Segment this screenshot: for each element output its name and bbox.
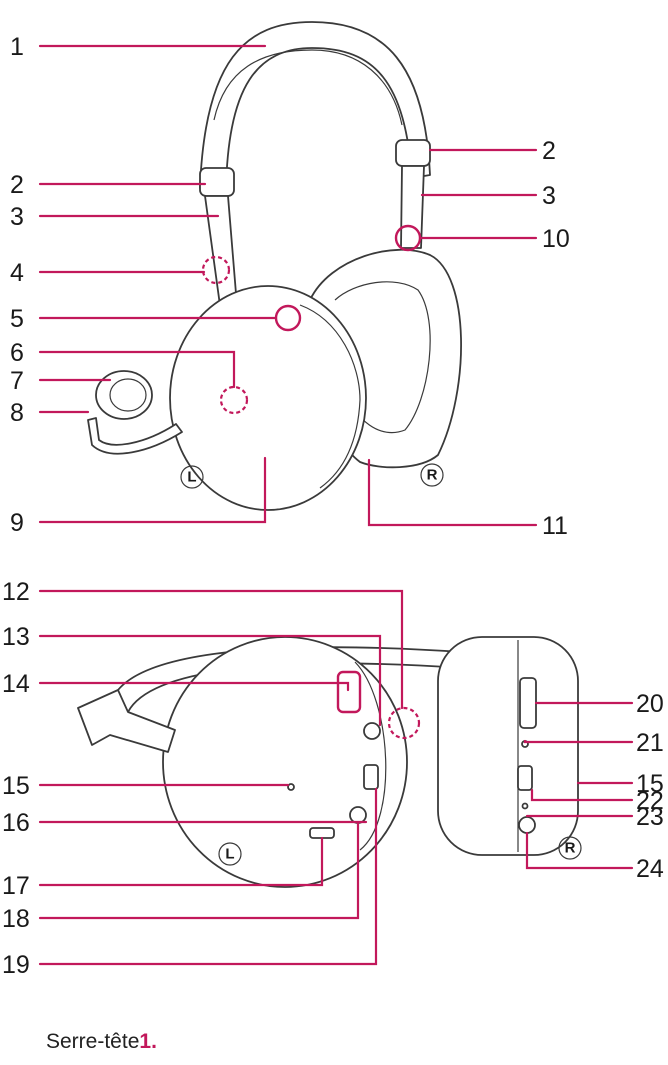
callout-23: 23: [636, 803, 664, 831]
callout-13: 13: [2, 623, 30, 651]
right-earcup-side: [437, 636, 579, 856]
callout-14: 14: [2, 670, 30, 698]
left-mark-bottom: L: [225, 846, 234, 863]
callout-10: 10: [542, 225, 570, 253]
right-mark-bottom: R: [565, 840, 576, 857]
callout-18: 18: [2, 905, 30, 933]
left-slider-block: [199, 167, 235, 197]
caption: Serre-tête1.: [46, 1030, 157, 1054]
side-marks: L R L R: [180, 463, 582, 866]
right-mic-hole: [521, 802, 529, 810]
leader-lines: [38, 44, 634, 966]
left-mark-circle-top: [180, 465, 204, 489]
right-mark-circle-top: [420, 463, 444, 487]
left-mic-hole: [287, 783, 295, 791]
left-earcup-side: [162, 636, 408, 888]
left-sensor-marker: [387, 706, 421, 740]
callout-24: 24: [636, 855, 664, 883]
callout-20: 20: [636, 690, 664, 718]
callout-2-left: 2: [10, 171, 24, 199]
callout-15-right: 15: [636, 770, 664, 798]
headset-parts-diagram: 1 2 3 4 5 6 7 8 9 2 3 10 11 12 13 14 15 …: [2, 21, 664, 979]
callout-11: 11: [542, 512, 568, 540]
headphone-jack: [349, 806, 367, 824]
callout-7: 7: [10, 367, 24, 395]
callout-2-right: 2: [542, 137, 556, 165]
headband-cushion: [213, 49, 403, 126]
right-mark-top: R: [427, 467, 438, 484]
callout-9: 9: [10, 509, 24, 537]
usb-c-port: [517, 765, 533, 791]
left-hinge-arm: [77, 689, 176, 753]
callout-5: 5: [10, 305, 24, 333]
left-earcup: [169, 285, 367, 511]
right-mark-circle-bottom: [558, 836, 582, 860]
left-earcup-pad-edge: [299, 304, 361, 489]
callout-8: 8: [10, 399, 24, 427]
game-chat-dial: [519, 677, 537, 729]
callout-1: 1: [10, 33, 24, 61]
callout-3-right: 3: [542, 182, 556, 210]
callout-3-left: 3: [10, 203, 24, 231]
power-button: [363, 722, 381, 740]
mic-head-inner: [109, 378, 147, 412]
callout-19: 19: [2, 951, 30, 979]
callout-15-left: 15: [2, 772, 30, 800]
right-slider-block: [395, 139, 431, 167]
caption-number: 1: [139, 1030, 152, 1053]
left-earcup-rim: [354, 661, 387, 851]
mic-boom: [87, 417, 183, 455]
internal-mic-marker: [219, 385, 249, 415]
caption-suffix: .: [151, 1030, 157, 1053]
caption-text: Serre-tête: [46, 1030, 140, 1053]
right-jack: [518, 816, 536, 834]
left-hinge-marker: [201, 255, 231, 285]
callout-6: 6: [10, 339, 24, 367]
callout-numbers: 1 2 3 4 5 6 7 8 9 2 3 10 11 12 13 14 15 …: [2, 33, 664, 979]
callout-4: 4: [10, 259, 24, 287]
callout-22: 22: [636, 787, 664, 815]
mic-port: [363, 764, 379, 790]
headband-outline: [199, 21, 431, 191]
left-mark-circle-bottom: [218, 842, 242, 866]
callout-17: 17: [2, 872, 30, 900]
mic-head: [95, 370, 153, 420]
headset-front-view: [87, 21, 462, 511]
left-mark-top: L: [187, 469, 196, 486]
volume-dial: [336, 670, 362, 714]
headset-side-view: [77, 636, 579, 888]
callout-16: 16: [2, 809, 30, 837]
callout-12: 12: [2, 578, 30, 606]
usb-port: [309, 827, 335, 839]
right-earpad-inner: [334, 281, 431, 434]
callout-21: 21: [636, 729, 664, 757]
right-slider-arm: [400, 165, 425, 249]
